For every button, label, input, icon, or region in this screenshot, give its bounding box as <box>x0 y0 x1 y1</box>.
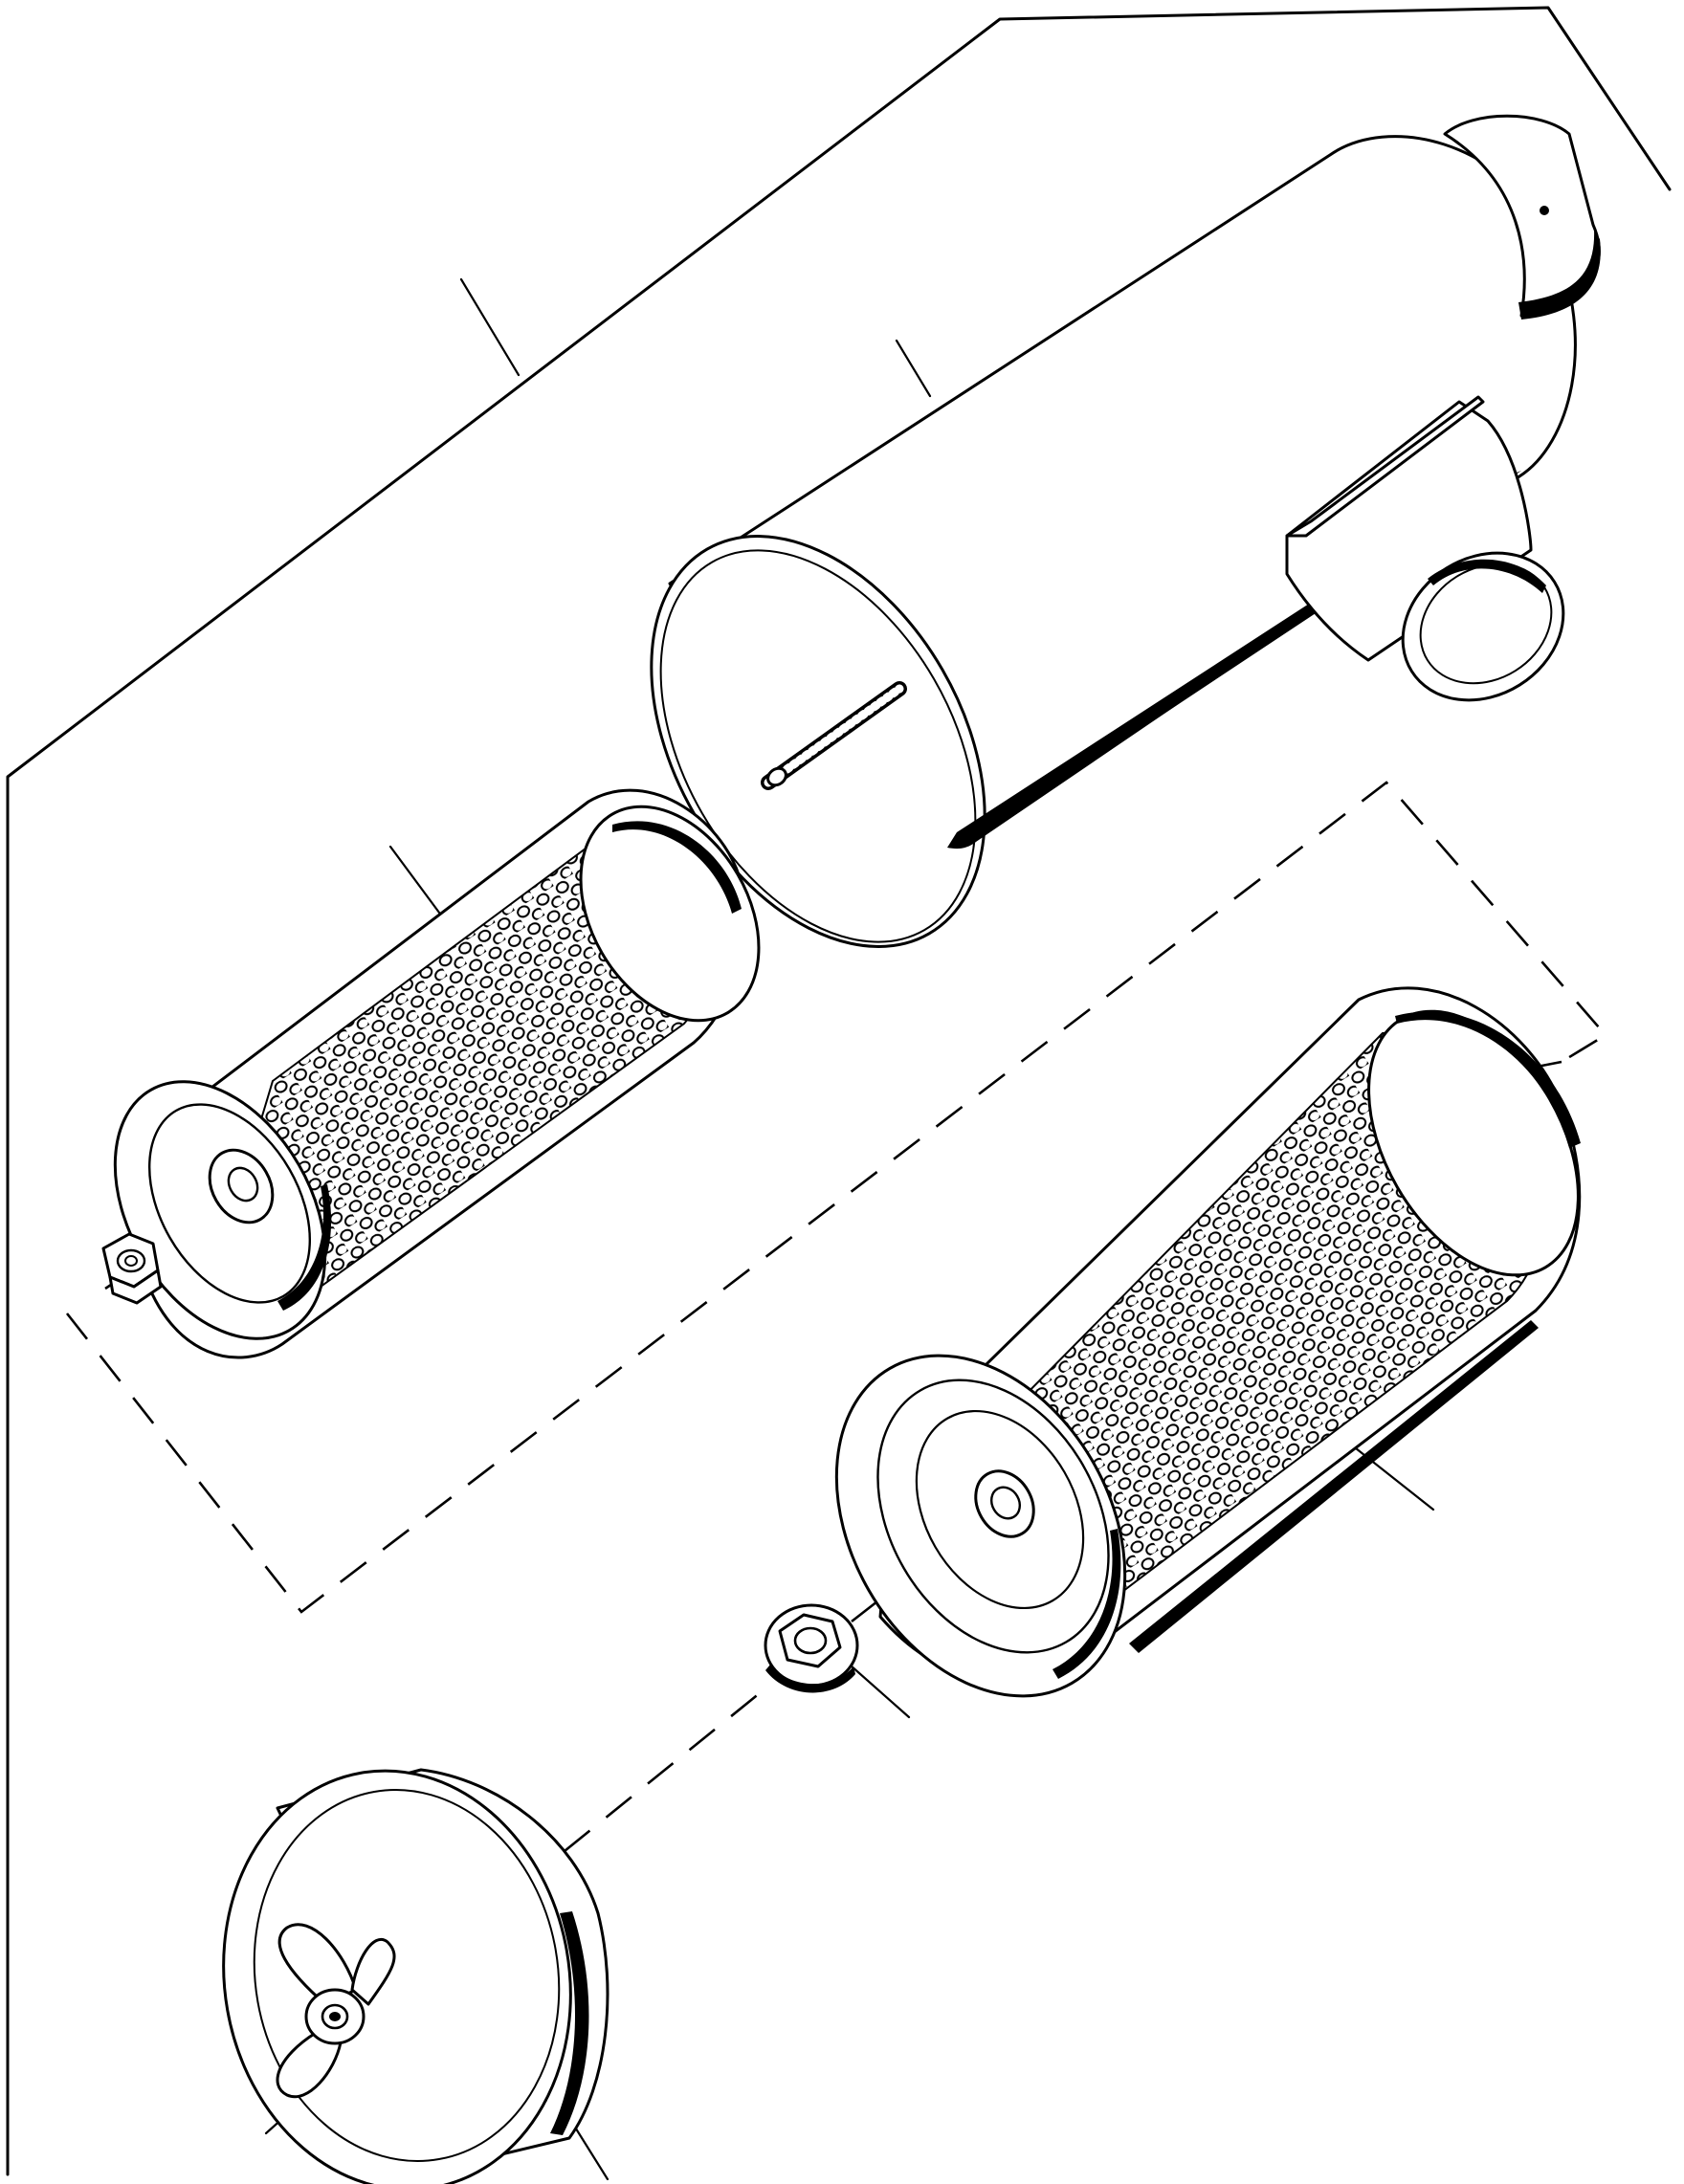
inner-filter-element-icon <box>113 788 761 1359</box>
leader-inner-element <box>388 845 444 918</box>
assembly-bracket <box>6 6 1672 2176</box>
hex-nut-icon <box>101 1232 163 1305</box>
outer-filter-element-icon <box>834 986 1582 1698</box>
end-cover-icon <box>222 1768 609 2184</box>
flange-nut-icon <box>764 1603 859 1693</box>
leader-outer-element <box>1349 1443 1435 1511</box>
air-cleaner-housing-icon <box>650 114 1601 948</box>
leader-assembly <box>459 277 521 377</box>
leader-housing <box>895 339 932 398</box>
wing-nut-icon <box>276 1923 396 2099</box>
leader-end-cover <box>572 2124 609 2181</box>
